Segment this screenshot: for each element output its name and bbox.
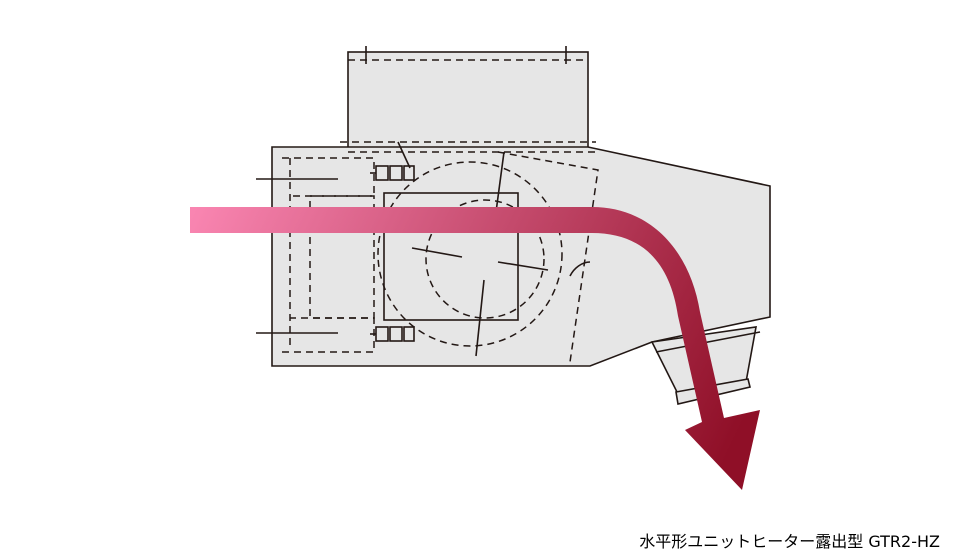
fan-scroll-outer [377,161,563,347]
top-housing [347,51,589,149]
fan-rotor [425,199,545,319]
main-housing [271,146,771,367]
fan-frame [383,192,519,321]
lower-bearing [370,326,415,342]
model-caption: 水平形ユニットヒーター露出型 GTR2-HZ [639,532,940,551]
